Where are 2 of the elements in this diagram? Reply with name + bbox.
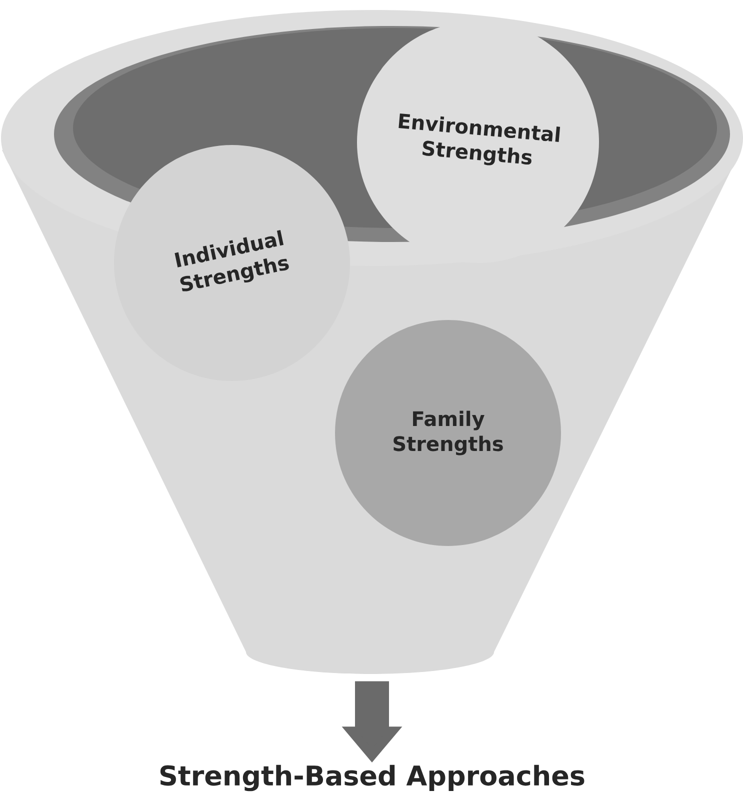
node-label: Environmental Strengths [398,113,560,166]
result-heading: Strength-Based Approaches [160,764,584,792]
